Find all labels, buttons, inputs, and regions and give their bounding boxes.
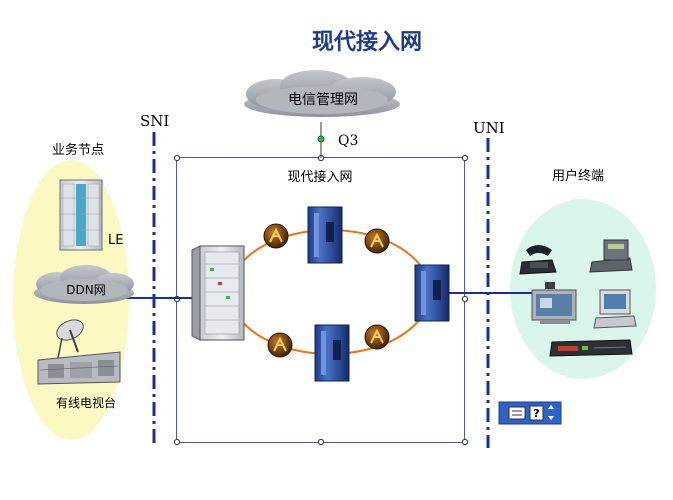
- optical-amplifier-icon: [267, 332, 293, 358]
- service-node-heading: 业务节点: [52, 142, 104, 158]
- page-title: 现代接入网: [312, 30, 422, 55]
- svg-text:?: ?: [533, 407, 539, 420]
- video-terminal-icon: [531, 282, 577, 324]
- toolbar-widget[interactable]: ?: [498, 401, 562, 425]
- q3-connector-dot: [317, 135, 325, 143]
- le-label: LE: [108, 233, 123, 248]
- optical-amplifier-icon: [364, 324, 390, 350]
- telecom-management-cloud-icon: [244, 70, 400, 117]
- catv-label: 有线电视台: [56, 395, 116, 410]
- modem-icon: [549, 339, 633, 357]
- management-cloud-label: 电信管理网: [288, 92, 358, 108]
- satellite-dish-station-icon: [37, 319, 121, 385]
- onu-cabinet-top-icon: [307, 206, 343, 264]
- desk-phone-icon: [589, 239, 633, 273]
- olt-cabinet-icon: [191, 245, 245, 341]
- computer-icon: [593, 289, 637, 329]
- telephone-icon: [519, 245, 557, 275]
- ddn-cloud-icon: [34, 265, 134, 304]
- q3-label: Q3: [338, 133, 358, 149]
- le-switch-rack-icon: [59, 179, 103, 251]
- optical-amplifier-icon: [364, 228, 390, 254]
- onu-cabinet-right-icon: [414, 264, 450, 322]
- sni-label: SNI: [140, 112, 169, 130]
- optical-amplifier-icon: [263, 223, 289, 249]
- onu-cabinet-bottom-icon: [314, 324, 350, 382]
- user-terminal-heading: 用户终端: [552, 168, 604, 184]
- uni-label: UNI: [473, 119, 505, 137]
- ddn-label: DDN网: [66, 283, 105, 297]
- access-network-label: 现代接入网: [287, 169, 352, 185]
